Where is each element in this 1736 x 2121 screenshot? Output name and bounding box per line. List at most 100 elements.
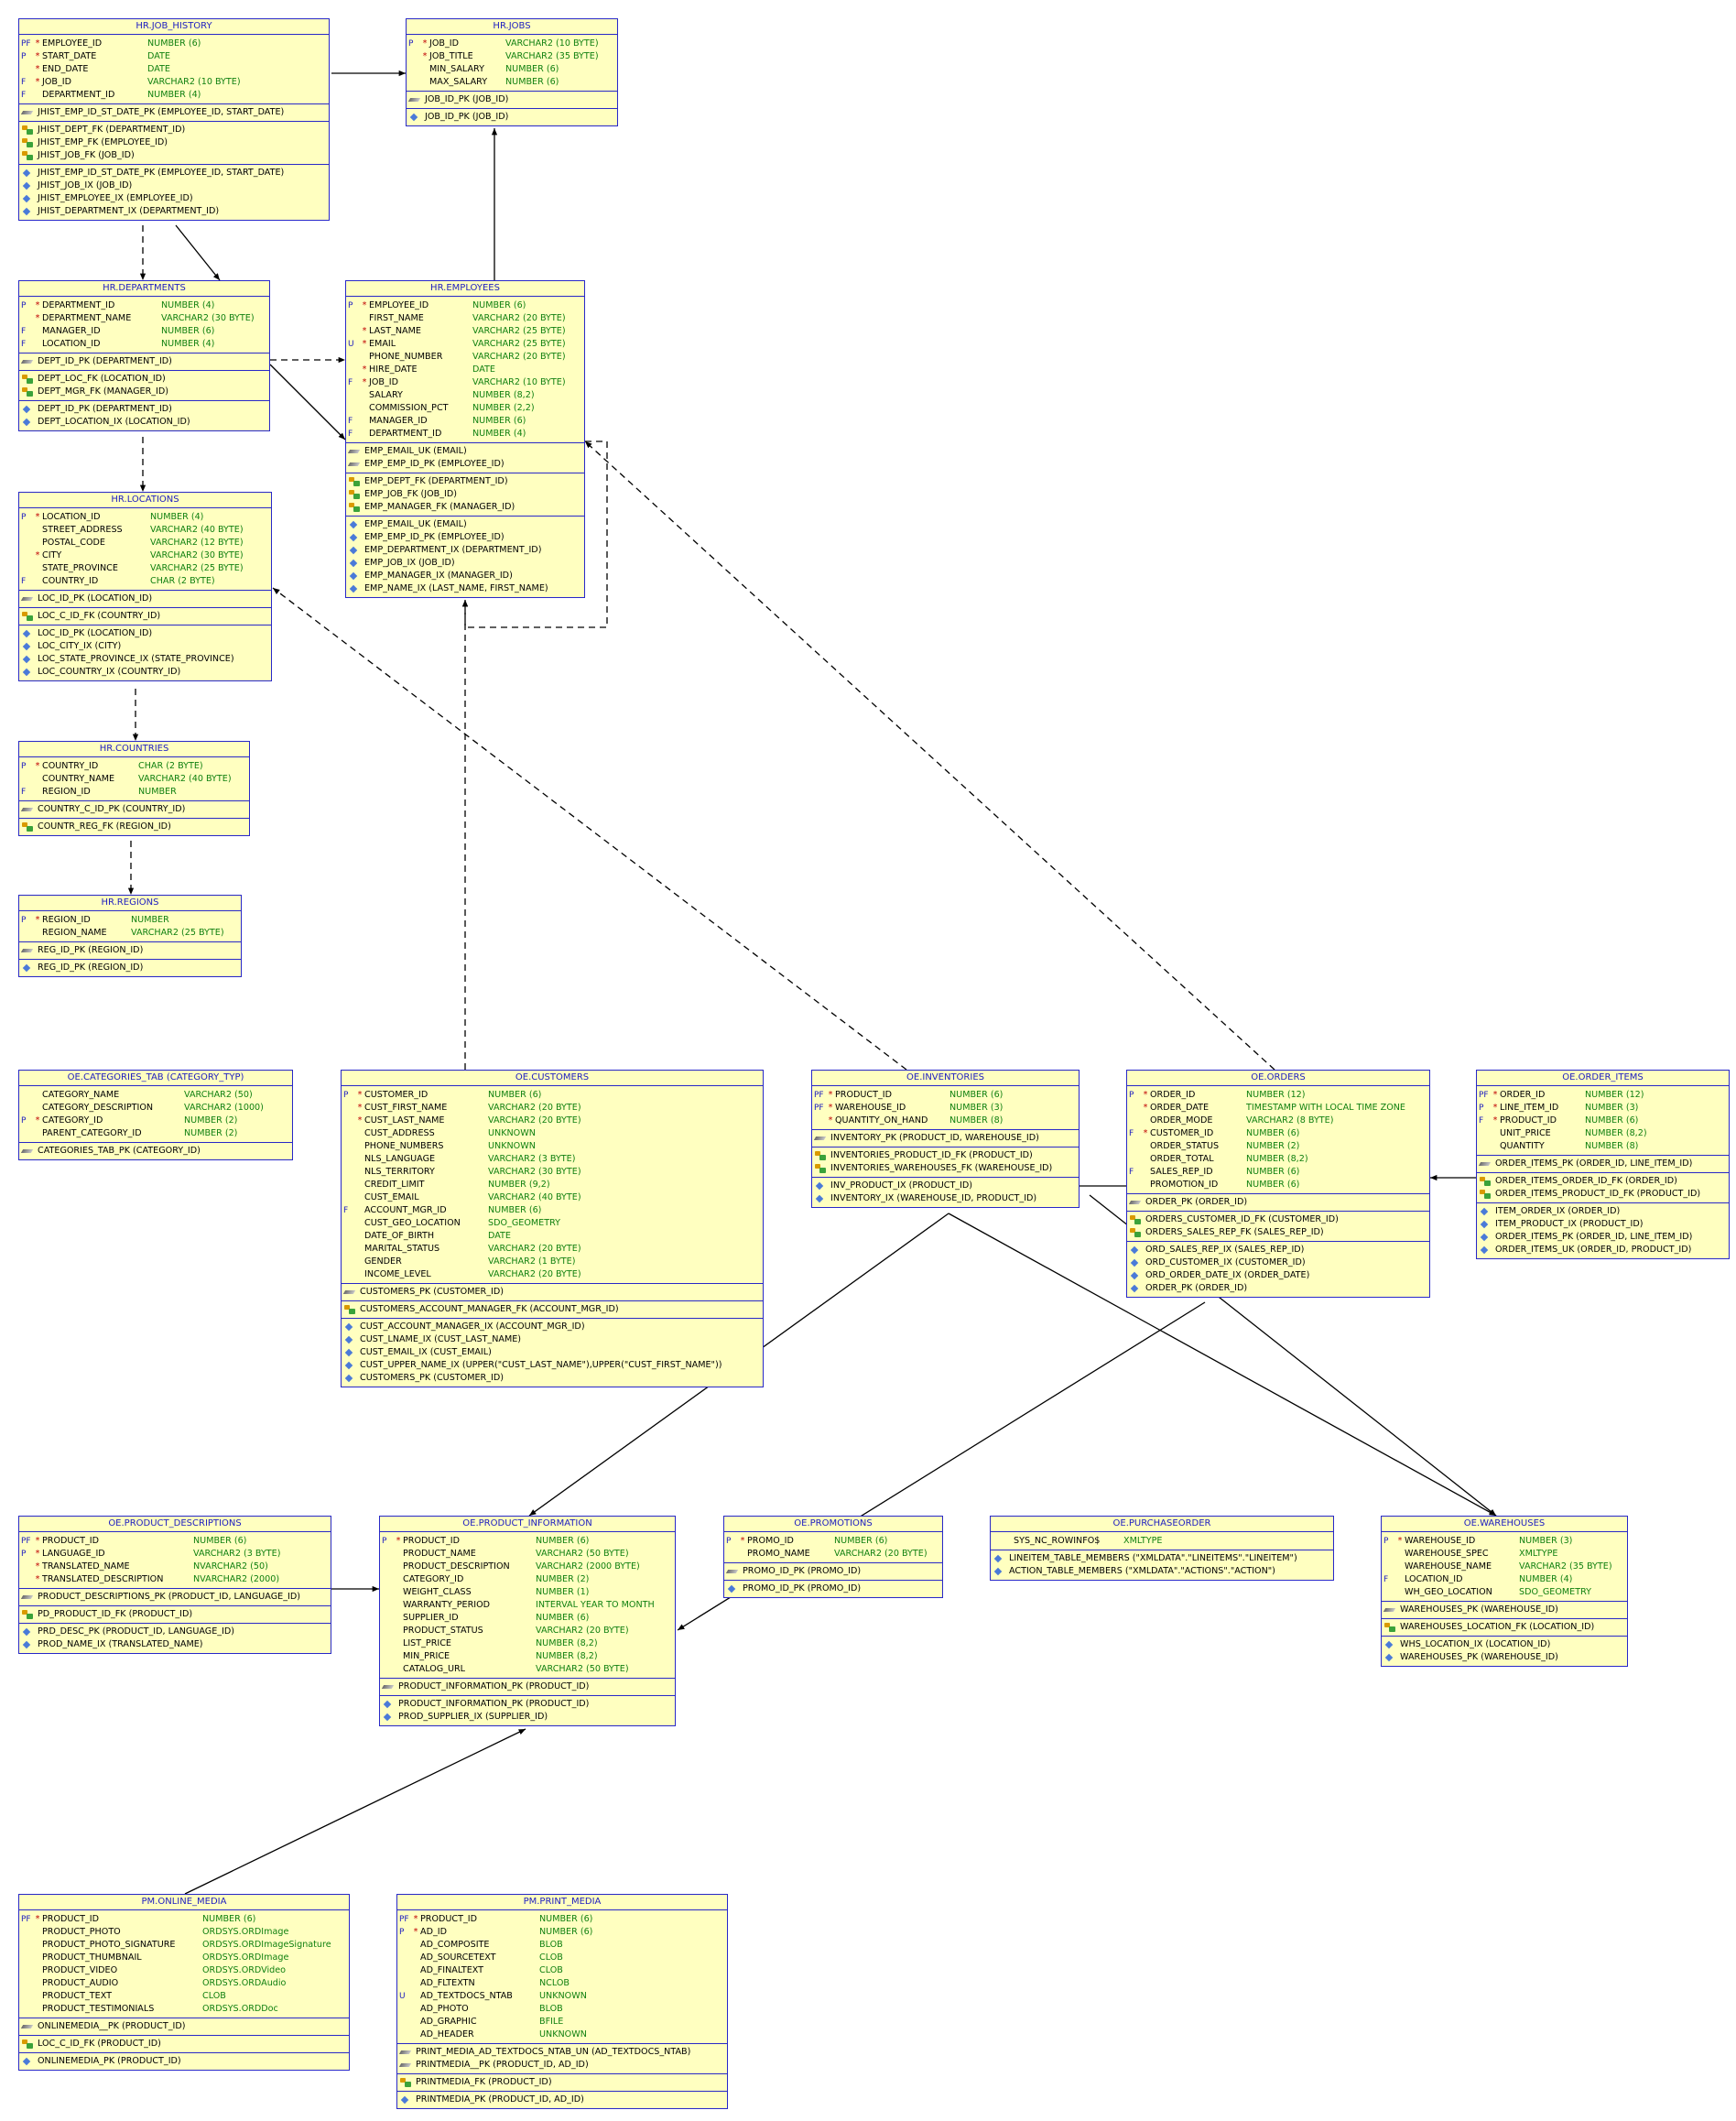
constraint-row: EMP_JOB_IX (JOB_ID) — [346, 557, 584, 570]
required-marker — [1141, 1166, 1150, 1179]
column-name: MIN_PRICE — [403, 1651, 450, 1661]
fk-list: JHIST_DEPT_FK (DEPARTMENT_ID)JHIST_EMP_F… — [19, 121, 329, 164]
column-type: NUMBER (2) — [536, 1574, 590, 1584]
required-marker — [1141, 1140, 1150, 1153]
constraint-label: ITEM_PRODUCT_IX (PRODUCT_ID) — [1495, 1219, 1644, 1229]
required-marker: * — [35, 1561, 40, 1572]
constraint-row: ORD_ORDER_DATE_IX (ORDER_DATE) — [1127, 1269, 1429, 1282]
constraint-row: ORD_SALES_REP_IX (SALES_REP_ID) — [1127, 1244, 1429, 1256]
constraint-label: DEPT_ID_PK (DEPARTMENT_ID) — [38, 404, 172, 414]
constraint-label: COUNTR_REG_FK (REGION_ID) — [38, 821, 171, 832]
column-type: NUMBER (6) — [539, 1927, 593, 1937]
key-flag — [380, 1637, 394, 1650]
constraint-label: LOC_STATE_PROVINCE_IX (STATE_PROVINCE) — [38, 654, 234, 664]
column-type: VARCHAR2 (10 BYTE) — [147, 77, 241, 87]
index-icon — [1480, 1207, 1492, 1216]
index-icon — [1130, 1284, 1142, 1293]
required-marker — [394, 1625, 403, 1637]
column-type: VARCHAR2 (12 BYTE) — [150, 538, 244, 548]
column-name: QUANTITY_ON_HAND — [835, 1115, 928, 1126]
required-marker: * — [357, 1103, 363, 1113]
key-flag — [19, 549, 33, 562]
key-flag — [342, 1243, 355, 1256]
constraint-label: INVENTORIES_WAREHOUSES_FK (WAREHOUSE_ID) — [830, 1163, 1053, 1173]
key-flag: P — [1383, 1537, 1389, 1546]
column-type: ORDSYS.ORDDoc — [202, 2004, 278, 2014]
key-flag — [1127, 1153, 1141, 1166]
column-name: GENDER — [364, 1256, 402, 1267]
column-name: CATEGORY_ID — [42, 1115, 103, 1126]
primary-key-icon — [22, 1147, 34, 1156]
pk-list: ONLINEMEDIA__PK (PRODUCT_ID) — [19, 2018, 349, 2035]
column-name: EMPLOYEE_ID — [369, 300, 429, 310]
column-name: MIN_SALARY — [429, 64, 484, 74]
key-flag — [380, 1650, 394, 1663]
key-flag — [19, 1926, 33, 1939]
column-name: AD_GRAPHIC — [420, 2017, 477, 2027]
constraint-row: DEPT_MGR_FK (MANAGER_ID) — [19, 386, 269, 398]
key-flag — [19, 1089, 33, 1102]
column-type: DATE — [488, 1231, 511, 1241]
constraint-row: COUNTRY_C_ID_PK (COUNTRY_ID) — [19, 803, 249, 816]
index-icon — [349, 546, 361, 555]
index-list: INV_PRODUCT_IX (PRODUCT_ID)INVENTORY_IX … — [812, 1177, 1079, 1207]
index-icon — [1384, 1653, 1396, 1662]
required-marker — [411, 2016, 420, 2029]
constraint-label: ORD_SALES_REP_IX (SALES_REP_ID) — [1145, 1245, 1305, 1255]
column-type: UNKNOWN — [488, 1141, 536, 1151]
column-type: NUMBER (6) — [472, 300, 526, 310]
column-name: JOB_ID — [429, 38, 459, 49]
column-name: REGION_ID — [42, 915, 91, 925]
constraint-row: LOC_CITY_IX (CITY) — [19, 640, 271, 653]
column-name: STATE_PROVINCE — [42, 563, 118, 573]
index-list: PRODUCT_INFORMATION_PK (PRODUCT_ID)PROD_… — [380, 1695, 675, 1725]
constraint-label: JHIST_DEPARTMENT_IX (DEPARTMENT_ID) — [38, 206, 220, 216]
required-marker — [33, 325, 42, 338]
column-type: NUMBER (6) — [536, 1613, 590, 1623]
column-type: NUMBER (6) — [147, 38, 201, 49]
constraint-label: EMP_DEPARTMENT_IX (DEPARTMENT_ID) — [364, 545, 542, 555]
foreign-key-icon — [22, 822, 34, 832]
required-marker — [1395, 1548, 1405, 1561]
required-marker: * — [422, 38, 428, 49]
constraint-label: PRODUCT_INFORMATION_PK (PRODUCT_ID) — [398, 1681, 590, 1691]
column-name: AD_SOURCETEXT — [420, 1952, 496, 1963]
column-name: TRANSLATED_DESCRIPTION — [42, 1574, 164, 1584]
table-oe-categories-tab[interactable]: OE.CATEGORIES_TAB (CATEGORY_TYP)CATEGORY… — [18, 1070, 293, 1160]
primary-key-icon — [1130, 1198, 1142, 1207]
required-marker: * — [1143, 1090, 1148, 1100]
